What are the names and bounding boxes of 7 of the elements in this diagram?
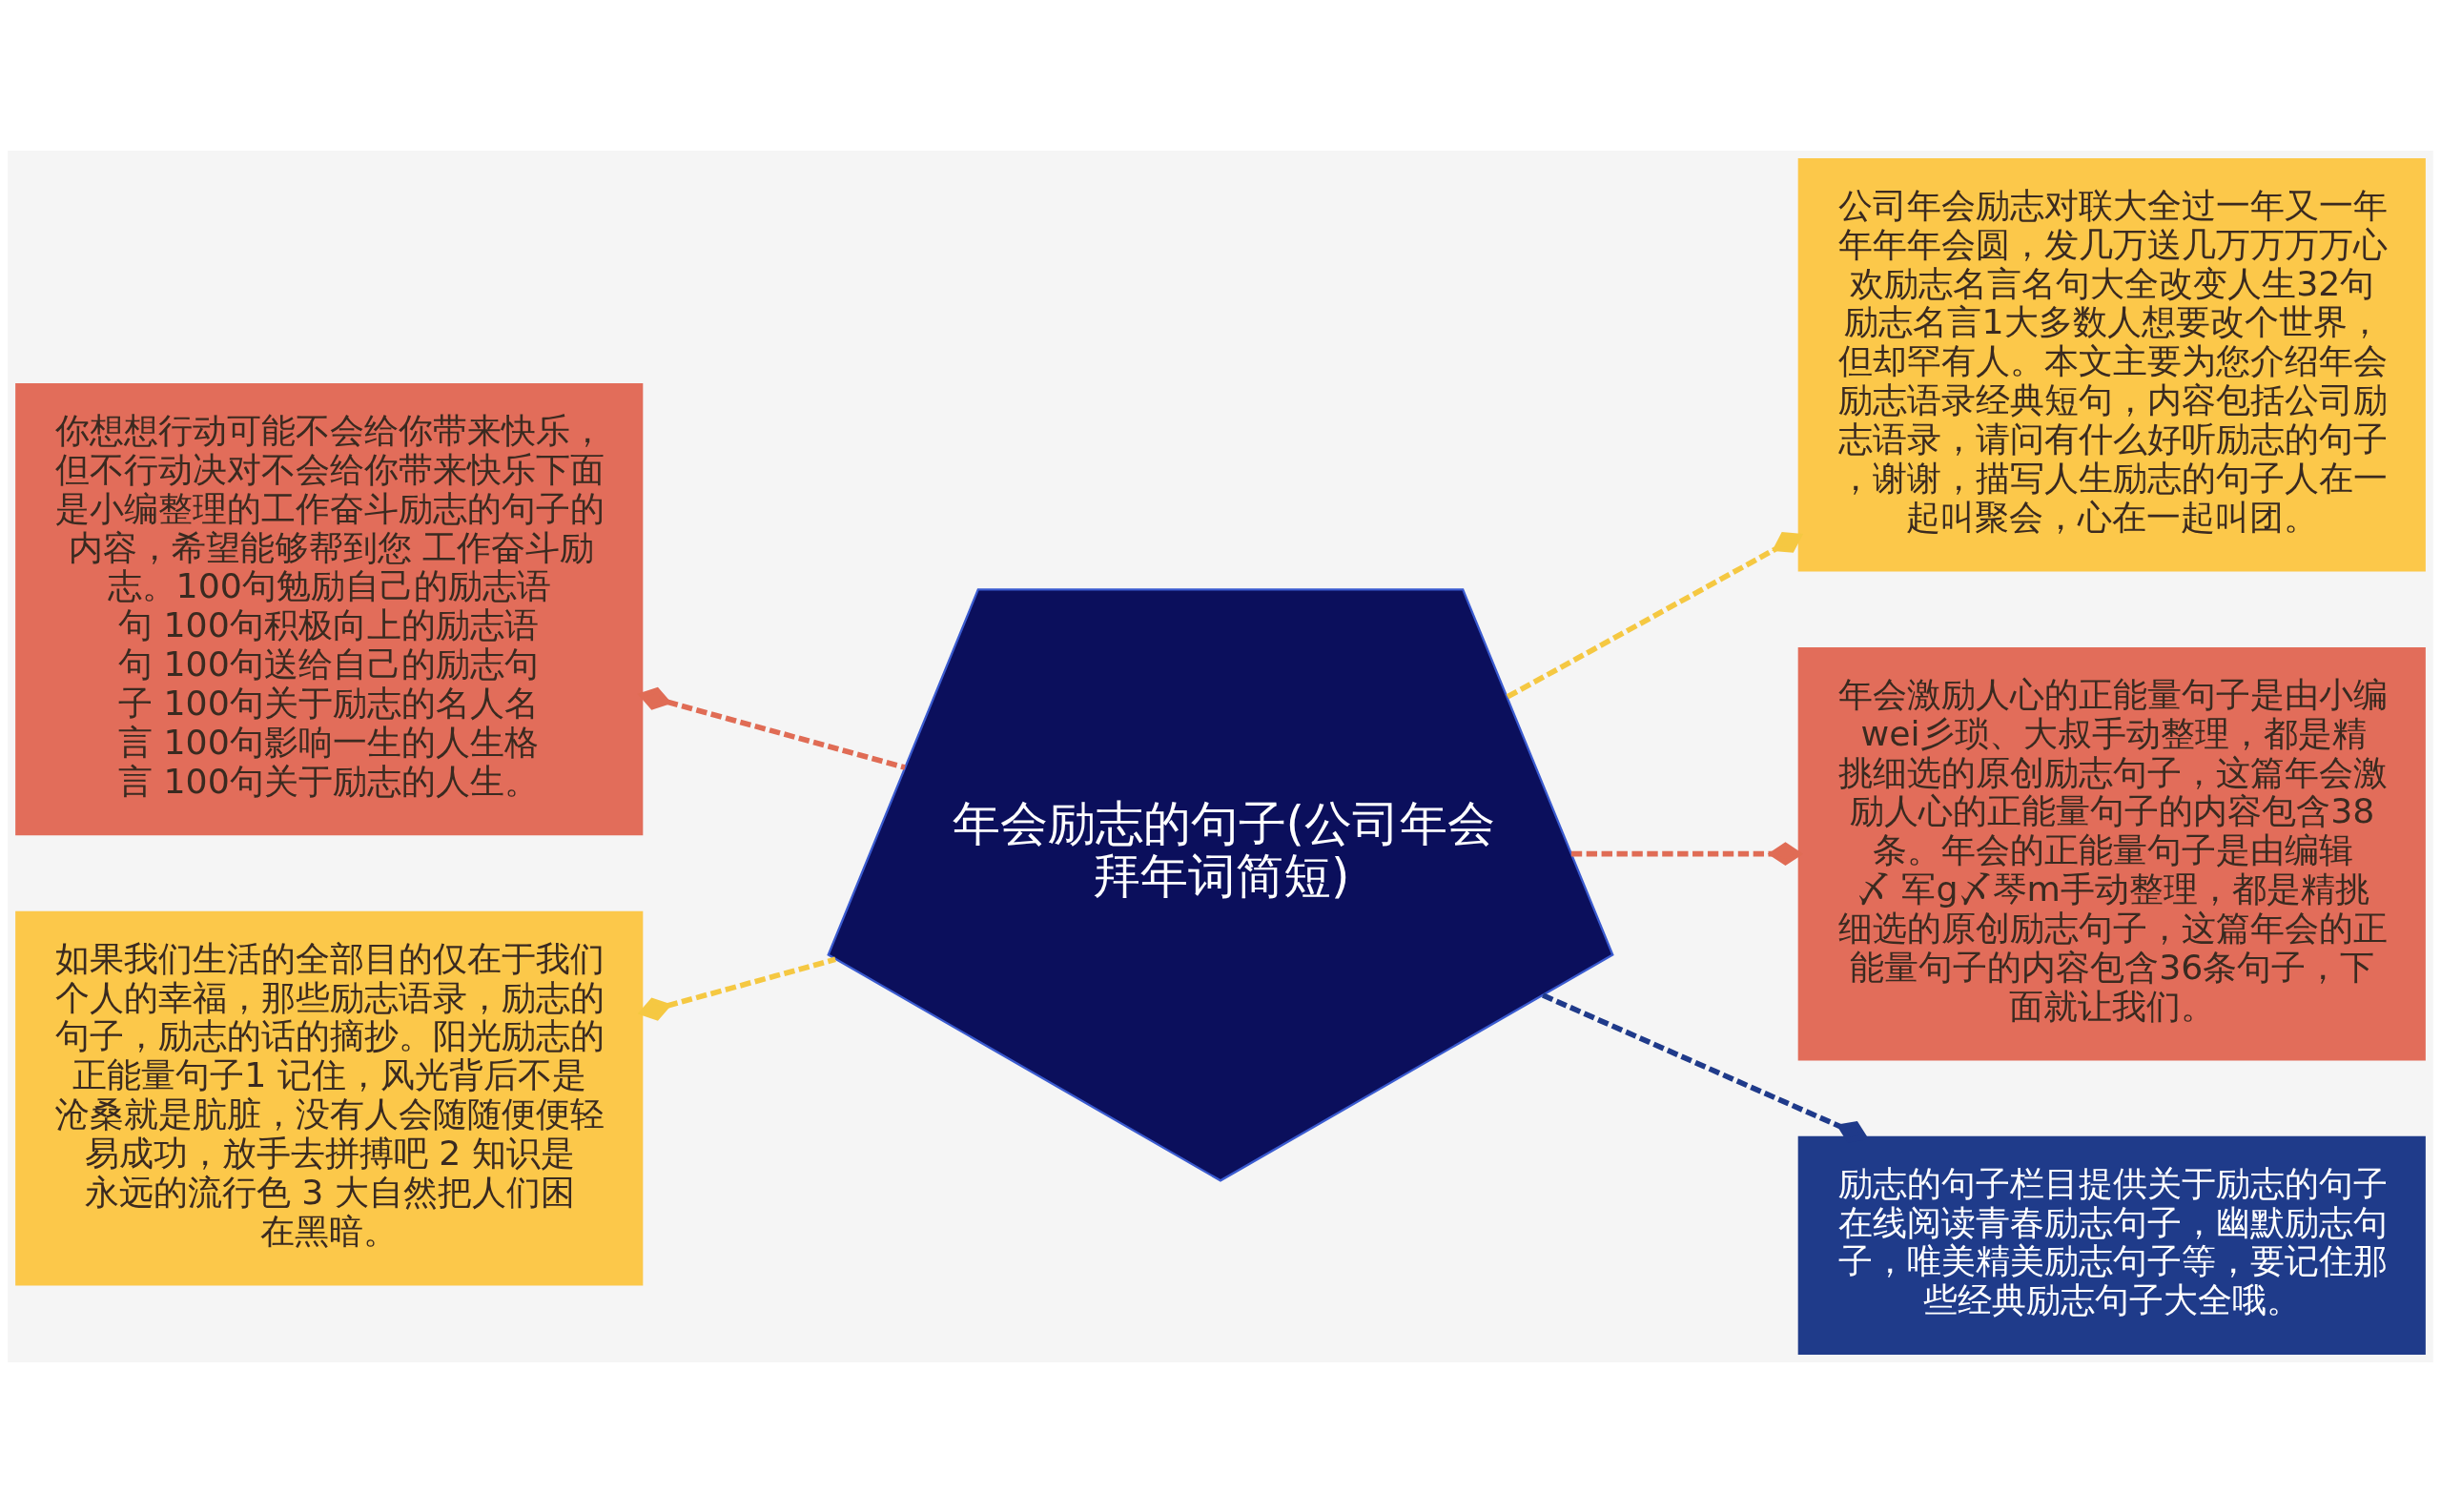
node-box: 你想想行动可能不会给你带来快乐，但不行动决对不会给你带来快乐下面是小编整理的工作奋斗励志的句子的内容，希望能够帮到您 工作奋斗励志。100句勉励自己的励志语句 100句积极向上的励志语句 100句送给自己的励志句子 100句关于励志的名人名言 100句影响一生的人生格言 100句关于励志的人生。 <box>15 382 644 835</box>
node-box: 如果我们生活的全部目的仅在于我们个人的幸福，那些励志语录，励志的句子，励志的话的摘抄。阳光励志的正能量句子1 记住，风光背后不是沧桑就是肮脏，没有人会随随便便轻易成功，放手去拼搏吧 2 知识是永远的流行色 3 大自然把人们困在黑暗。 <box>15 910 644 1285</box>
connector <box>1506 531 1804 699</box>
node-box: 公司年会励志对联大全过一年又一年年年年会圆，发几万送几万万万万心欢励志名言名句大全改变人生32句励志名言1大多数人想要改个世界，但却罕有人。本文主要为您介绍年会励志语录经典短句，内容包括公司励志语录，请问有什么好听励志的句子，谢谢，描写人生励志的句子人在一起叫聚会，心在一起叫团。 <box>1797 157 2426 571</box>
connector <box>637 956 836 1021</box>
node-box: 年会激励人心的正能量句子是由小编wei彡琐、大叔手动整理，都是精挑细选的原创励志句子，这篇年会激励人心的正能量句子的内容包含38条。年会的正能量句子是由编辑〆 军g〆琴m手动整理，都是精挑细选的原创励志句子，这篇年会的正能量句子的内容包含36条句子，下面就让我们。 <box>1797 646 2426 1060</box>
node-box: 励志的句子栏目提供关于励志的句子在线阅读青春励志句子，幽默励志句子，唯美精美励志句子等，要记住那些经典励志句子大全哦。 <box>1797 1135 2426 1355</box>
